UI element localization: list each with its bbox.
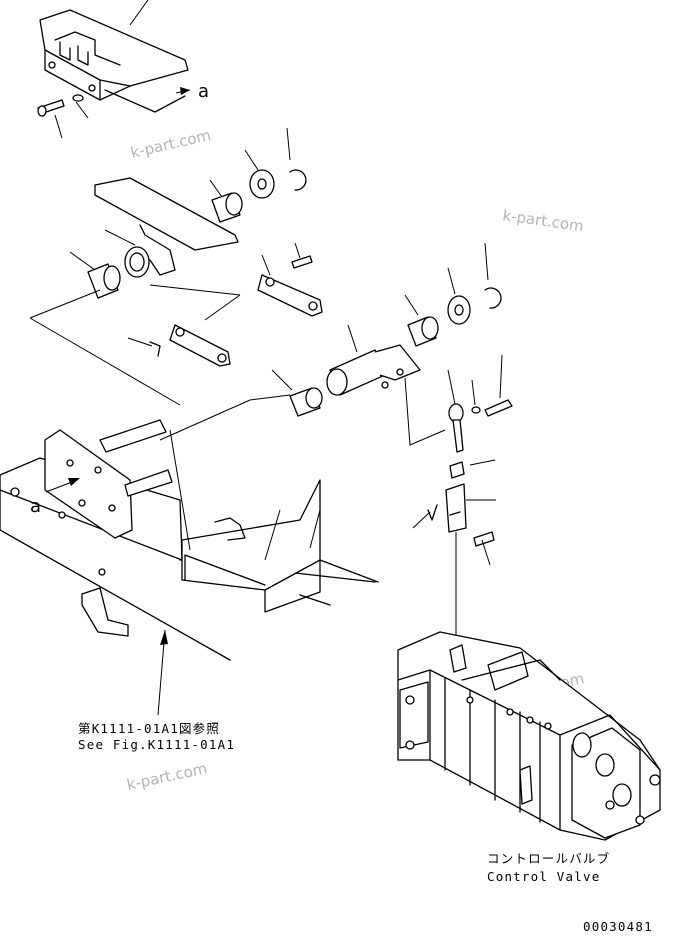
watermark-2: k-part.com <box>501 206 584 235</box>
bushing-mid <box>271 369 323 417</box>
pedal-cover: a <box>39 0 209 113</box>
reference-label-en: See Fig.K1111-01A1 <box>78 737 235 752</box>
watermark-1: k-part.com <box>129 126 213 162</box>
link-arm-lower <box>127 324 231 367</box>
watermark-4: k-part.com <box>125 759 209 794</box>
pin-upper <box>291 242 313 269</box>
control-valve <box>397 631 661 841</box>
link-arm-upper <box>257 254 323 317</box>
bushing-left <box>69 251 121 299</box>
bushing-upper <box>209 127 307 223</box>
reference-label-jp: 第K1111-01A1図参照 <box>78 721 220 736</box>
frame-bracket <box>0 394 379 716</box>
drawing-number: 00030481 <box>583 919 653 934</box>
rod-end <box>447 354 513 453</box>
bolt-top <box>37 94 89 139</box>
marker-a-left: a <box>30 496 41 517</box>
pedal-shaft <box>326 324 446 446</box>
marker-a-top: a <box>198 81 209 102</box>
valve-label-en: Control Valve <box>487 869 600 884</box>
clevis <box>412 459 496 640</box>
valve-label-jp: コントロールバルブ <box>487 851 610 866</box>
pedal-upper <box>94 177 239 278</box>
bushing-right <box>404 242 502 347</box>
